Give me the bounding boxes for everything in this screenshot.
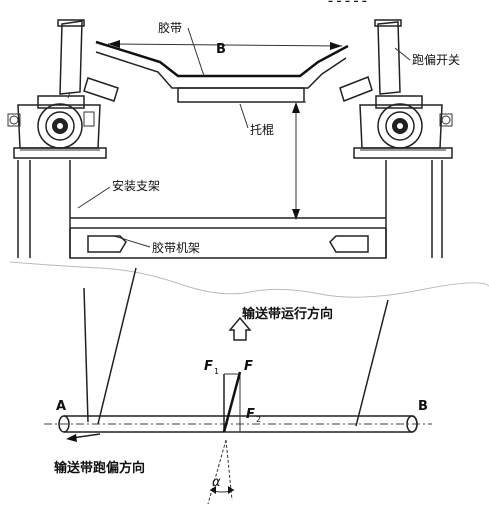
force-f2-label: F: [246, 407, 255, 422]
deviation-switch-label: 跑偏开关: [412, 52, 460, 67]
switch-leader: [394, 47, 411, 61]
force-f1-label: F: [204, 359, 213, 374]
force-f-label: F: [244, 359, 253, 374]
left-deviation-switch-roller: [57, 19, 85, 99]
left-switch-body: [7, 95, 107, 159]
conveyor-frame: [69, 217, 387, 259]
deviation-direction-label: 输送带跑偏方向: [54, 460, 145, 476]
frame-leader: [113, 235, 151, 248]
bracket-leader: [77, 186, 111, 209]
right-mounting-bracket: [385, 160, 443, 258]
torn-edge: [9, 261, 489, 298]
belt-edge-left-2: [97, 267, 137, 425]
height-dimension: [290, 101, 306, 220]
force-f1-subscript: 1: [214, 367, 219, 376]
right-deviation-switch-roller: [374, 19, 402, 95]
idler-leader: [239, 103, 249, 129]
idler-label: 托棍: [250, 123, 274, 137]
conveyor-frame-label: 胶带机架: [152, 240, 200, 255]
force-f-line: [222, 371, 242, 433]
top-figure: – – – – –: [7, 0, 460, 259]
cropped-top-text: – – – – –: [328, 0, 367, 7]
force-f2-subscript: 2: [256, 415, 261, 424]
angle-alpha-label: α: [212, 475, 221, 490]
belt-leader: [187, 27, 205, 77]
mounting-bracket-label: 安装支架: [112, 178, 160, 193]
belt-width-label: B: [216, 42, 226, 57]
left-mounting-bracket: [17, 160, 71, 258]
center-idler: [177, 87, 305, 103]
right-switch-body: [353, 95, 453, 159]
belt-edge-left-1: [83, 287, 89, 423]
right-guide-roller: [339, 76, 373, 102]
direction-arrow: [228, 316, 252, 341]
point-b-label: B: [418, 399, 428, 414]
force-diagram: [207, 371, 242, 505]
point-a-label: A: [56, 399, 66, 414]
bottom-figure: 输送带运行方向 输送带跑偏方向 A B F F 1 F 2 α: [44, 267, 432, 505]
belt-label: 胶带: [158, 20, 182, 35]
belt-width-dimension: [107, 40, 343, 50]
belt: [95, 40, 349, 78]
left-guide-roller: [83, 77, 119, 102]
run-direction-label: 输送带运行方向: [242, 306, 333, 322]
belt-edge-right: [355, 299, 389, 427]
deviation-arrow: [66, 433, 101, 442]
